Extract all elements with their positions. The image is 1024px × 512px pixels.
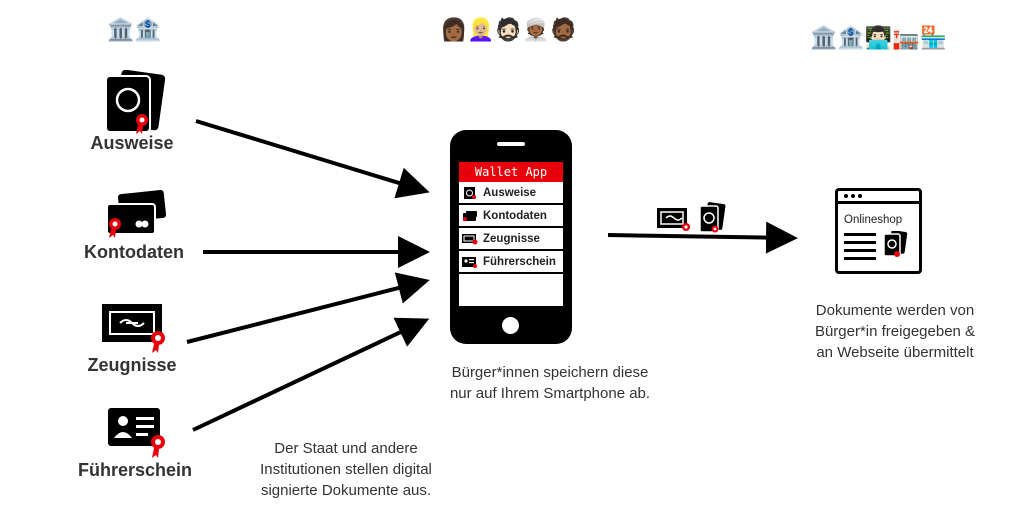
doc-label-fuehrerschein: Führerschein — [77, 460, 193, 480]
wallet-item-label: Kontodaten — [483, 209, 547, 222]
wallet-item-label: Führerschein — [483, 255, 556, 268]
browser-title-bar — [838, 191, 919, 204]
onlineshop-browser-window: Onlineshop — [835, 188, 922, 274]
wallet-item-zeugnisse[interactable]: Zeugnisse — [459, 228, 563, 251]
wallet-app-screen[interactable]: Wallet App Ausweise Kontodaten Zeugnisse… — [459, 162, 563, 306]
bank-card-icon — [106, 190, 167, 238]
id-card-icon — [464, 186, 476, 199]
arrow-to-shop — [607, 221, 798, 254]
certificate-icon — [102, 304, 165, 353]
bank-card-icon — [463, 210, 477, 221]
shop-caption-line: Bürger*in freigegeben & — [814, 323, 976, 340]
smartphone: Wallet App Ausweise Kontodaten Zeugnisse… — [450, 130, 572, 344]
shop-caption-line: Dokumente werden von — [815, 302, 975, 319]
shop-caption: Dokumente werden von Bürger*in freigegeb… — [786, 300, 1004, 363]
receiver-emoji-group: 🏛️🏦👨🏻‍💻🏣🏪 — [810, 26, 947, 51]
arrow-fuehrerschein — [192, 317, 430, 432]
submitted-document-content — [844, 231, 908, 260]
onlineshop-title: Onlineshop — [844, 214, 903, 226]
wallet-item-label: Zeugnisse — [483, 232, 540, 245]
doc-label-kontodaten: Kontodaten — [84, 242, 184, 262]
wallet-item-label: Ausweise — [483, 186, 537, 199]
window-dot-icon — [858, 194, 862, 198]
citizen-emoji-group: 👩🏾👱🏼‍♀️🧔🏻👳🏾🧔🏾 — [440, 18, 577, 43]
doc-label-zeugnisse: Zeugnisse — [87, 355, 177, 375]
issuer-emoji-group: 🏛️🏦 — [107, 18, 162, 43]
wallet-item-fuehrerschein[interactable]: Führerschein — [459, 251, 563, 274]
certificate-icon — [657, 208, 690, 231]
issuer-caption: Der Staat und andere Institutionen stell… — [226, 438, 466, 501]
arrow-ausweise — [195, 119, 430, 199]
home-button[interactable] — [502, 317, 519, 334]
shop-caption-line: an Webseite übermittelt — [816, 344, 974, 361]
issuer-caption-line: signierte Dokumente aus. — [260, 482, 432, 499]
id-card-icon — [105, 70, 166, 134]
id-card-icon — [699, 202, 726, 233]
window-dot-icon — [844, 194, 848, 198]
wallet-caption-line: Bürger*innen speichern diese — [451, 364, 649, 381]
driver-license-icon — [108, 408, 165, 458]
issuer-caption-line: Institutionen stellen digital — [260, 461, 432, 478]
doc-label-ausweise: Ausweise — [90, 133, 174, 153]
issuer-caption-line: Der Staat und andere — [274, 440, 418, 457]
arrow-zeugnisse — [186, 272, 430, 344]
wallet-item-ausweise[interactable]: Ausweise — [459, 182, 563, 205]
wallet-app-title: Wallet App — [459, 162, 563, 182]
phone-speaker — [497, 142, 525, 146]
driver-license-icon — [462, 256, 477, 268]
window-dot-icon — [851, 194, 855, 198]
wallet-caption: Bürger*innen speichern diese nur auf Ihr… — [420, 362, 680, 404]
wallet-caption-line: nur auf Ihrem Smartphone ab. — [449, 385, 651, 402]
certificate-icon — [462, 233, 478, 244]
wallet-item-kontodaten[interactable]: Kontodaten — [459, 205, 563, 228]
